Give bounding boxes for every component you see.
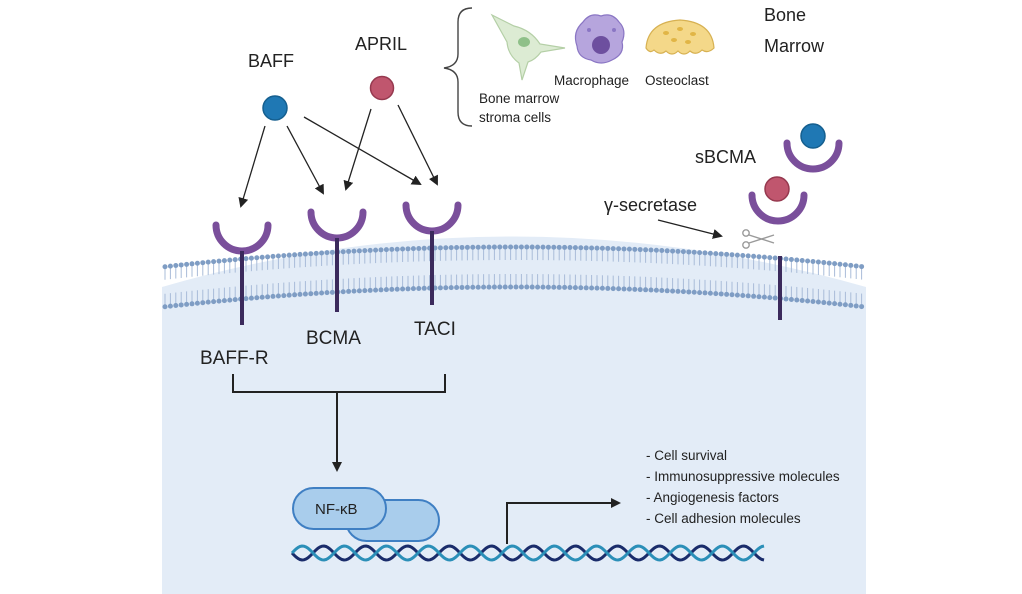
ligand-arrows xyxy=(238,104,438,208)
stroma-cell-icon xyxy=(490,13,566,81)
gamma-secretase-arrow xyxy=(657,219,723,239)
arrow-baff-to-baffr xyxy=(238,125,266,208)
baff-r-receptor xyxy=(212,221,272,325)
baff-r-label: BAFF-R xyxy=(200,348,269,369)
transcription-arrow xyxy=(506,498,621,544)
baff-label: BAFF xyxy=(248,51,294,71)
arrow-baff-to-taci xyxy=(303,116,422,186)
arrow-baff-to-bcma xyxy=(286,125,324,195)
nfkb-label: NF-κB xyxy=(315,501,358,518)
sbcma-label: sBCMA xyxy=(695,147,756,167)
macrophage-label: Macrophage xyxy=(554,73,629,88)
outcomes-list: - Cell survival - Immunosuppressive mole… xyxy=(646,448,840,526)
arrow-april-to-bcma xyxy=(343,108,372,191)
stroma-cells-label-line1: Bone marrow xyxy=(479,91,560,106)
bone-marrow-brace xyxy=(443,7,473,127)
bone-marrow-title-line2: Marrow xyxy=(764,36,825,56)
dna-helix xyxy=(290,544,765,562)
bcma-receptor xyxy=(307,208,367,312)
macrophage-icon xyxy=(574,14,625,64)
outcome-item: - Immunosuppressive molecules xyxy=(646,469,840,484)
arrow-april-to-taci xyxy=(397,104,438,186)
bcma-label: BCMA xyxy=(306,328,361,349)
outcome-item: - Cell survival xyxy=(646,448,727,463)
scissors-icon xyxy=(742,229,775,249)
april-ligand xyxy=(369,75,395,101)
stroma-cells-label-line2: stroma cells xyxy=(479,110,551,125)
osteoclast-label: Osteoclast xyxy=(645,73,709,88)
osteoclast-icon xyxy=(645,19,715,55)
gamma-secretase-label: γ-secretase xyxy=(604,195,697,215)
signal-convergence-bracket xyxy=(232,374,446,472)
taci-receptor xyxy=(402,201,462,305)
baff-ligand xyxy=(262,95,288,121)
april-label: APRIL xyxy=(355,34,407,54)
nfkb-complex xyxy=(292,487,440,542)
outcome-item: - Cell adhesion molecules xyxy=(646,511,801,526)
taci-label: TACI xyxy=(414,319,456,340)
sbcma-complex-lower xyxy=(748,176,808,225)
outcome-item: - Angiogenesis factors xyxy=(646,490,779,505)
sbcma-complex-upper xyxy=(783,123,843,173)
cell-membrane xyxy=(162,244,865,310)
bone-marrow-title-line1: Bone xyxy=(764,5,806,25)
